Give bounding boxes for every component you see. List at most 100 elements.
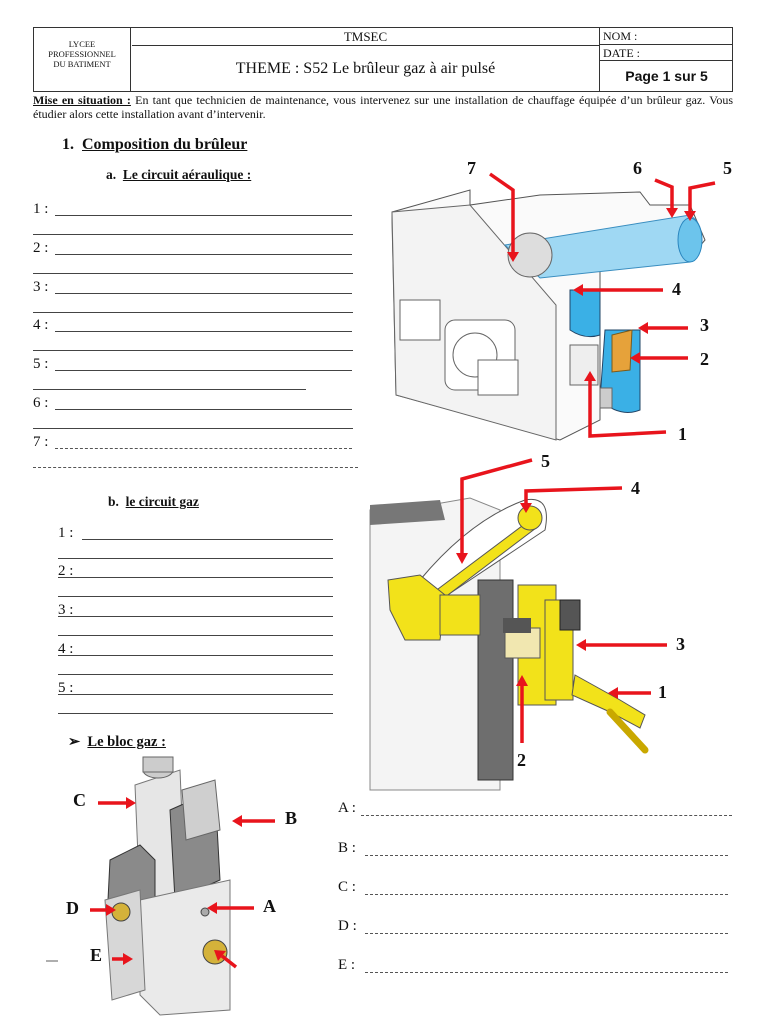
answer-label: 5 : (33, 356, 49, 372)
bloc-gaz-title: ➢ Le bloc gaz : (68, 734, 166, 751)
answer-input-continued[interactable] (58, 674, 333, 675)
subsection-a-number: a. (106, 167, 117, 182)
answer-label: 3 : (58, 602, 74, 618)
answer-input[interactable] (55, 293, 352, 294)
gas-callout-label-3: 3 (676, 634, 685, 654)
block-arrow-heads (106, 797, 242, 965)
subsection-b-text: le circuit gaz (125, 494, 199, 509)
answer-input[interactable] (58, 694, 333, 695)
block-callout-label-D: D (66, 898, 79, 918)
answer-input[interactable] (58, 616, 333, 617)
answer-label: C : (338, 879, 356, 895)
block-callout-label-B: B (285, 808, 298, 828)
answer-input[interactable] (58, 655, 333, 656)
gas-arrow-heads (456, 503, 618, 699)
callout-label-7: 7 (467, 158, 476, 178)
callout-label-4: 4 (672, 279, 681, 299)
subsection-a-title: a. Le circuit aéraulique : (106, 167, 251, 183)
gas-callout-label-4: 4 (631, 478, 640, 498)
answer-label: 5 : (58, 680, 74, 696)
answer-input[interactable] (55, 409, 352, 410)
answer-label: 4 : (33, 317, 49, 333)
gas-block-illustration (104, 756, 231, 1016)
answer-label: 2 : (33, 240, 49, 256)
callout-arrow-1 (588, 378, 667, 438)
intro-text: En tant que technicien de maintenance, v… (33, 93, 733, 121)
answer-input[interactable] (55, 215, 352, 216)
section-number: 1. (62, 136, 74, 153)
subsection-b-number: b. (108, 494, 119, 509)
answer-input[interactable] (55, 448, 352, 449)
nom-field[interactable]: NOM : (600, 28, 733, 45)
callout-arrow-F (220, 954, 238, 969)
subsection-a-text: Le circuit aéraulique : (122, 167, 252, 182)
course-name: TMSEC (132, 28, 599, 46)
block-callout-label-A: A (263, 896, 276, 916)
student-info: NOM : DATE : Page 1 sur 5 (599, 28, 733, 91)
page-number: Page 1 sur 5 (625, 68, 708, 84)
block-callout-arrows (90, 801, 275, 969)
answer-input-continued[interactable] (33, 350, 353, 351)
answer-input-continued[interactable] (58, 596, 333, 597)
answer-input-continued[interactable] (58, 713, 333, 714)
callout-label-1: 1 (678, 424, 687, 444)
answer-input[interactable] (58, 577, 333, 578)
answer-input[interactable] (365, 894, 728, 895)
gas-callout-label-1: 1 (658, 682, 667, 702)
answer-label: D : (338, 918, 357, 934)
answer-input[interactable] (365, 933, 728, 934)
callout-label-6: 6 (633, 158, 642, 178)
subsection-b-title: b. le circuit gaz (108, 494, 199, 510)
school-name: LYCEE PROFESSIONNEL DU BATIMENT (34, 28, 131, 91)
air-arrow-heads (507, 208, 696, 381)
block-callout-label-C: C (73, 790, 86, 810)
callout-arrow-4 (524, 486, 623, 505)
answer-label: 7 : (33, 434, 49, 450)
header-table: LYCEE PROFESSIONNEL DU BATIMENT TMSEC TH… (33, 27, 733, 92)
answer-input-continued[interactable] (33, 312, 353, 313)
answer-input-continued[interactable] (33, 273, 353, 274)
theme-title: THEME : S52 Le brûleur gaz à air pulsé (235, 60, 496, 77)
section-title: 1. Composition du brûleur (62, 136, 247, 154)
answer-input-continued[interactable] (33, 467, 358, 468)
answer-label: 4 : (58, 641, 74, 657)
answer-label: 1 : (58, 525, 74, 541)
callout-arrow-6 (654, 178, 674, 212)
answer-input[interactable] (365, 972, 728, 973)
answer-input-continued[interactable] (58, 558, 333, 559)
gas-callout-arrows (460, 458, 667, 743)
gas-circuit-illustration (369, 497, 649, 791)
answer-input[interactable] (55, 331, 352, 332)
answer-input[interactable] (55, 370, 352, 371)
answer-label: 3 : (33, 279, 49, 295)
callout-arrow-5 (688, 181, 716, 215)
answer-input-continued[interactable] (33, 428, 353, 429)
school-line-1: LYCEE (68, 39, 96, 49)
gas-callout-label-2: 2 (517, 750, 526, 770)
school-line-3: DU BATIMENT (53, 59, 111, 69)
gas-callout-label-5: 5 (541, 451, 550, 471)
callout-label-2: 2 (700, 349, 709, 369)
answer-label: B : (338, 840, 356, 856)
answer-input[interactable] (82, 539, 333, 540)
date-field[interactable]: DATE : (600, 45, 733, 61)
burner-illustration (391, 189, 706, 441)
answer-input[interactable] (55, 254, 352, 255)
answer-label: 2 : (58, 563, 74, 579)
answer-input[interactable] (361, 815, 732, 816)
callout-label-3: 3 (700, 315, 709, 335)
callout-label-5: 5 (723, 158, 732, 178)
bloc-gaz-title-text: Le bloc gaz : (87, 734, 166, 750)
answer-input-continued[interactable] (58, 635, 333, 636)
answer-label: E : (338, 957, 356, 973)
bullet-icon: ➢ (68, 734, 81, 750)
answer-input-continued[interactable] (33, 234, 353, 235)
answer-label: 1 : (33, 201, 49, 217)
school-line-2: PROFESSIONNEL (48, 49, 116, 59)
answer-input[interactable] (365, 855, 728, 856)
block-callout-label-E: E (90, 945, 103, 965)
intro-label: Mise en situation : (33, 93, 131, 107)
air-callout-arrows (489, 172, 716, 438)
answer-label: 6 : (33, 395, 49, 411)
answer-input-continued[interactable] (33, 389, 306, 390)
